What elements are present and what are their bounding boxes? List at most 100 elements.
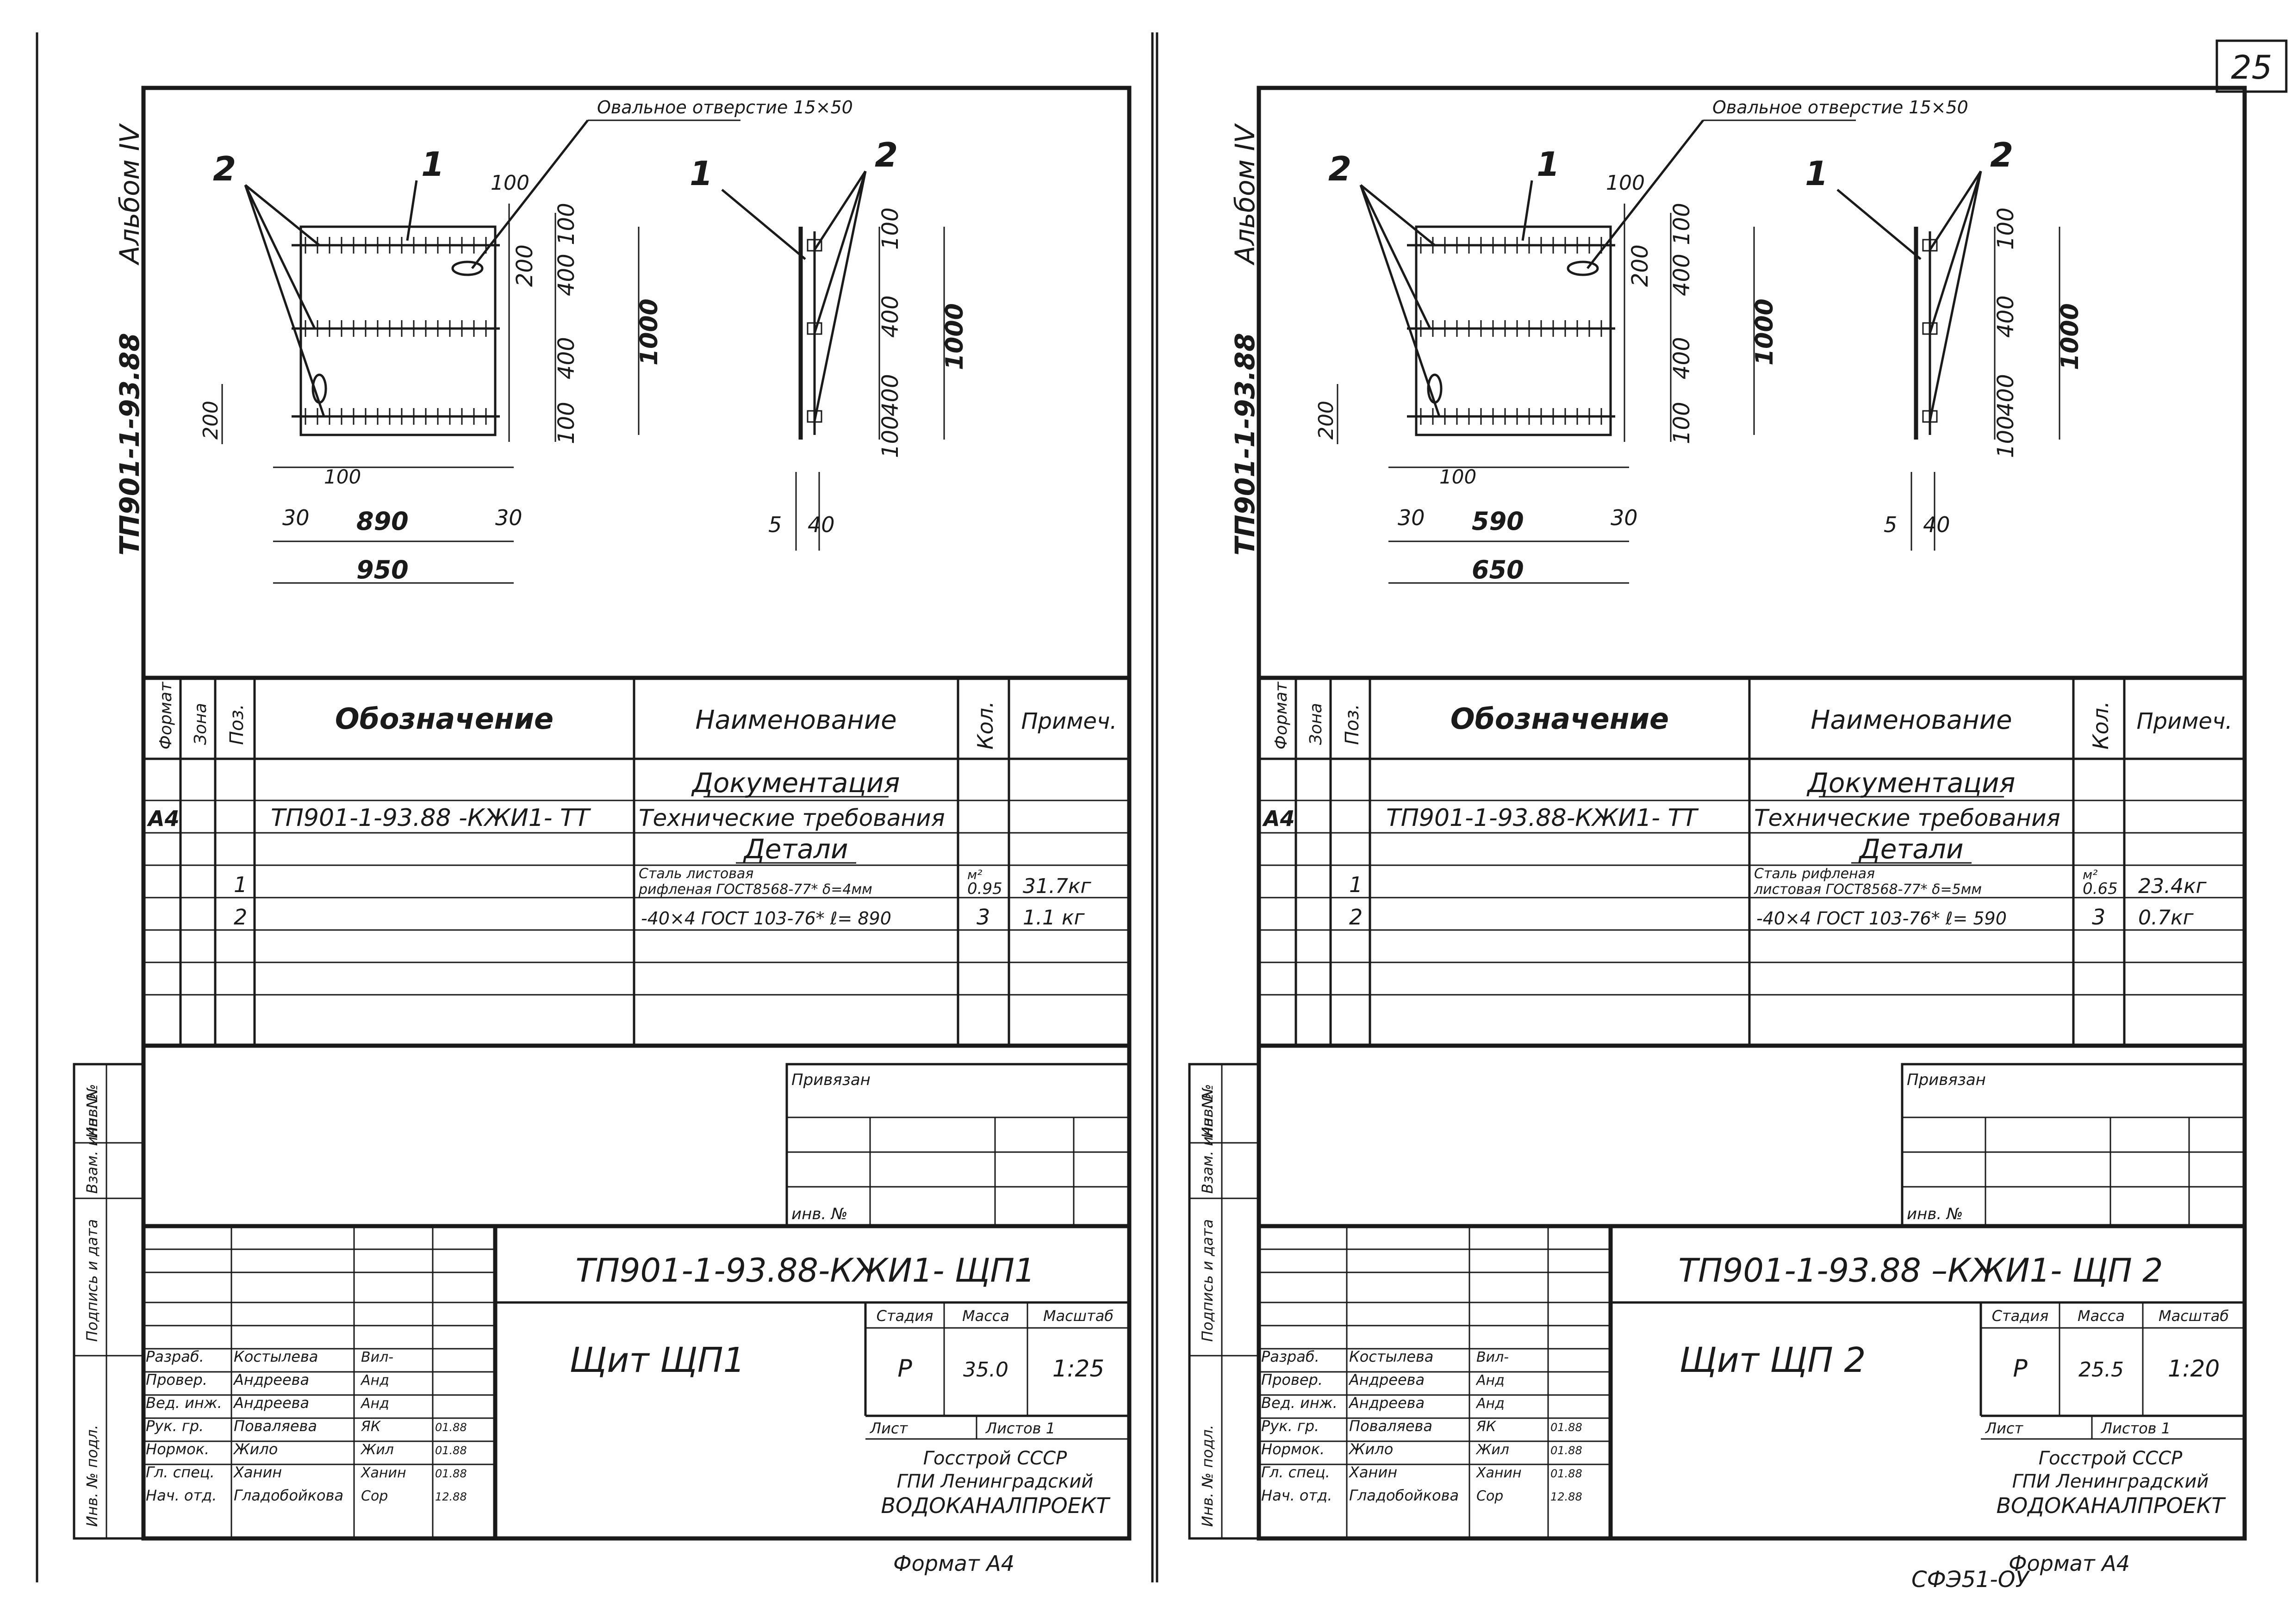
signature: Ханин — [360, 1465, 406, 1481]
side-leader-1: 1 — [1805, 154, 1828, 193]
dim-bottom-100: 100 — [1439, 465, 1476, 488]
stamp-date: 12.88 — [435, 1490, 467, 1503]
stamp-person: Ханин — [1348, 1463, 1397, 1481]
row-2-name: -40×4 ГОСТ 103-76* ℓ= 890 — [641, 908, 891, 929]
leader-number-2: 2 — [1328, 149, 1351, 188]
stamp-stage: Р — [897, 1355, 912, 1383]
format-label: Формат А4 — [2009, 1551, 2130, 1576]
section-documentation: Документация — [1806, 767, 2016, 799]
side-inv: Инв. № — [83, 1084, 101, 1138]
row-1-unit: м² — [967, 867, 982, 882]
stamp-date: 01.88 — [1550, 1421, 1582, 1434]
row-1-name-line1: Сталь рифленая — [1754, 866, 1875, 882]
stamp-role: Гл. спец. — [1261, 1463, 1330, 1481]
row-doc-name: Технические требования — [1754, 805, 2060, 831]
row-2-qty: 3 — [2092, 905, 2105, 930]
stamp-role: Разраб. — [1261, 1348, 1319, 1365]
stamp-person: Поваляева — [1349, 1417, 1432, 1435]
signature: ЯК — [1476, 1419, 1497, 1435]
stamp-role: Провер. — [1261, 1371, 1323, 1389]
stamp-mass-header: Масса — [2078, 1307, 2125, 1325]
page-number: 25 — [2231, 49, 2272, 87]
stamp-scale: 1:20 — [2168, 1355, 2220, 1382]
leader-number-1: 1 — [1537, 145, 1560, 184]
side-dim-5: 5 — [768, 512, 782, 537]
side-leader-2: 2 — [875, 136, 898, 174]
stamp-sheet: Лист — [870, 1420, 908, 1437]
row-doc-format: А4 — [1262, 806, 1295, 831]
stamp-date: 12.88 — [1550, 1490, 1582, 1503]
leader-line — [1929, 171, 1982, 334]
stamp-person: Андреева — [1348, 1394, 1425, 1412]
oval-hole — [451, 260, 484, 276]
dim-400: 400 — [554, 254, 579, 296]
header-note: Примеч. — [1021, 708, 1117, 734]
side-sign-date: Подпись и дата — [1199, 1219, 1216, 1342]
dim-200: 200 — [1627, 244, 1653, 287]
row-doc-name: Технические требования — [639, 805, 945, 831]
signature: Анд — [1475, 1372, 1505, 1389]
dim-100: 100 — [554, 402, 579, 444]
row-1-qty: 0.65 — [2083, 880, 2118, 898]
row-1-note: 31.7кг — [1023, 874, 1092, 898]
org-line-3: ВОДОКАНАЛПРОЕКТ — [881, 1493, 1111, 1518]
org-line-2: ГПИ Ленинградский — [2012, 1471, 2209, 1492]
dim-100: 100 — [1669, 402, 1695, 444]
side-dim-400: 400 — [877, 295, 903, 338]
row-1-note: 23.4кг — [2138, 874, 2207, 898]
dim-bottom-width: 890 — [356, 507, 409, 536]
signature: ЯК — [361, 1419, 381, 1435]
stamp-person: Жило — [1348, 1440, 1393, 1458]
stamp-stage-header: Стадия — [877, 1307, 933, 1325]
leader-line — [813, 171, 867, 334]
dim-100: 100 — [554, 203, 579, 245]
section-documentation: Документация — [691, 767, 900, 799]
org-line-3: ВОДОКАНАЛПРОЕКТ — [1996, 1493, 2226, 1518]
stamp-date: 01.88 — [1550, 1444, 1582, 1457]
header-pos: Поз. — [226, 704, 248, 745]
linked-label: Привязан — [791, 1071, 871, 1089]
stamp-sheet: Лист — [1985, 1420, 2023, 1437]
dim-1000: 1000 — [1751, 298, 1779, 366]
header-zone: Зона — [191, 703, 210, 745]
header-format: Формат — [1272, 682, 1291, 750]
bar-section — [807, 322, 822, 335]
side-inv: Инв. № — [1199, 1084, 1216, 1138]
dim-top-100: 100 — [1606, 171, 1645, 195]
row-doc-designation: ТП901-1-93.88 -КЖИ1- ТТ — [271, 804, 591, 832]
stamp-role: Нормок. — [146, 1440, 209, 1458]
stamp-person: Гладобойкова — [1349, 1487, 1459, 1504]
side-dim-400: 400 — [1993, 295, 2019, 338]
stamp-scale: 1:25 — [1052, 1355, 1104, 1382]
row-2-pos: 2 — [1349, 905, 1363, 930]
stamp-mass: 35.0 — [963, 1358, 1008, 1382]
side-box — [73, 1063, 145, 1540]
side-sign-date: Подпись и дата — [83, 1219, 101, 1342]
side-inv-podl: Инв. № подл. — [83, 1425, 101, 1527]
stamp-stage-header: Стадия — [1992, 1307, 2049, 1325]
dim-bottom-width: 590 — [1472, 507, 1524, 536]
stamp-person: Андреева — [233, 1371, 309, 1389]
header-name: Наименование — [695, 705, 896, 735]
side-dim-40: 40 — [1923, 512, 1950, 537]
leader-line — [244, 184, 320, 246]
stamp-title: Щит ЩП1 — [569, 1340, 745, 1380]
stamp-role: Нормок. — [1261, 1440, 1325, 1458]
side-inv-podl: Инв. № подл. — [1199, 1425, 1216, 1527]
dim-bottom-30: 30 — [1398, 505, 1425, 530]
oval-hole — [1567, 260, 1599, 276]
stamp-date: 01.88 — [1550, 1467, 1582, 1480]
callout-leader — [471, 119, 589, 269]
bar-section — [807, 410, 822, 423]
leader-line — [1521, 180, 1533, 241]
row-2-note: 0.7кг — [2138, 906, 2194, 930]
stamp-sheets: Листов 1 — [985, 1420, 1055, 1437]
stamp-date: 01.88 — [435, 1444, 467, 1457]
stamp-scale-header: Масштаб — [1043, 1307, 1114, 1325]
stamp-role: Разраб. — [146, 1348, 204, 1365]
dim-400: 400 — [554, 337, 579, 379]
header-note: Примеч. — [2136, 708, 2232, 734]
